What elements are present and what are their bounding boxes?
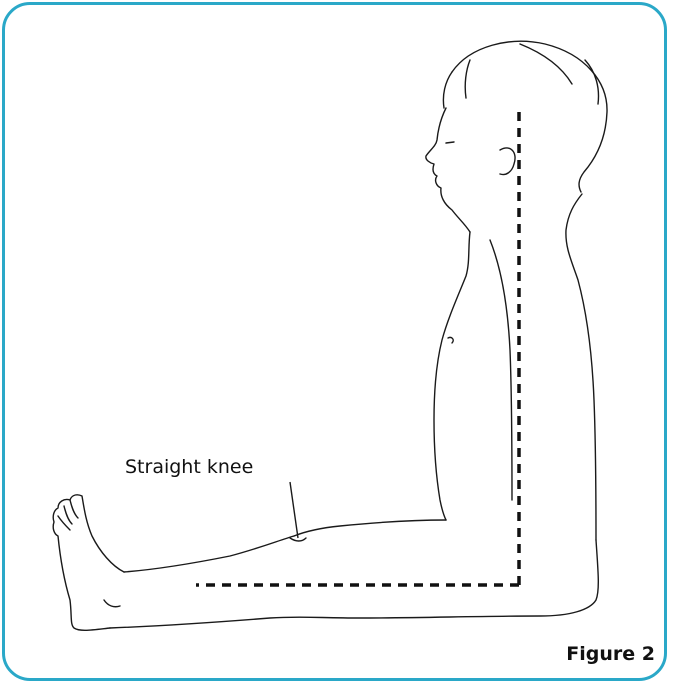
child-ear: [500, 148, 515, 175]
child-chest: [434, 232, 470, 520]
child-toes: [58, 500, 78, 530]
child-ankle: [104, 600, 120, 607]
child-arm: [490, 240, 512, 500]
dashed-guide-line: [196, 112, 519, 585]
child-thigh-top: [294, 520, 446, 536]
callout-leader-line: [290, 482, 298, 538]
child-head-outline: [452, 41, 607, 192]
child-hair-strands: [443, 44, 598, 108]
child-knee-crease: [290, 538, 306, 541]
child-back: [566, 194, 596, 540]
callout-straight-knee: Straight knee: [125, 456, 253, 478]
child-foot: [53, 495, 124, 631]
child-eye: [446, 142, 454, 143]
child-face-profile: [426, 108, 470, 232]
child-shin-top: [124, 536, 294, 572]
figure-caption: Figure 2: [566, 643, 655, 665]
child-nipple: [448, 337, 453, 343]
